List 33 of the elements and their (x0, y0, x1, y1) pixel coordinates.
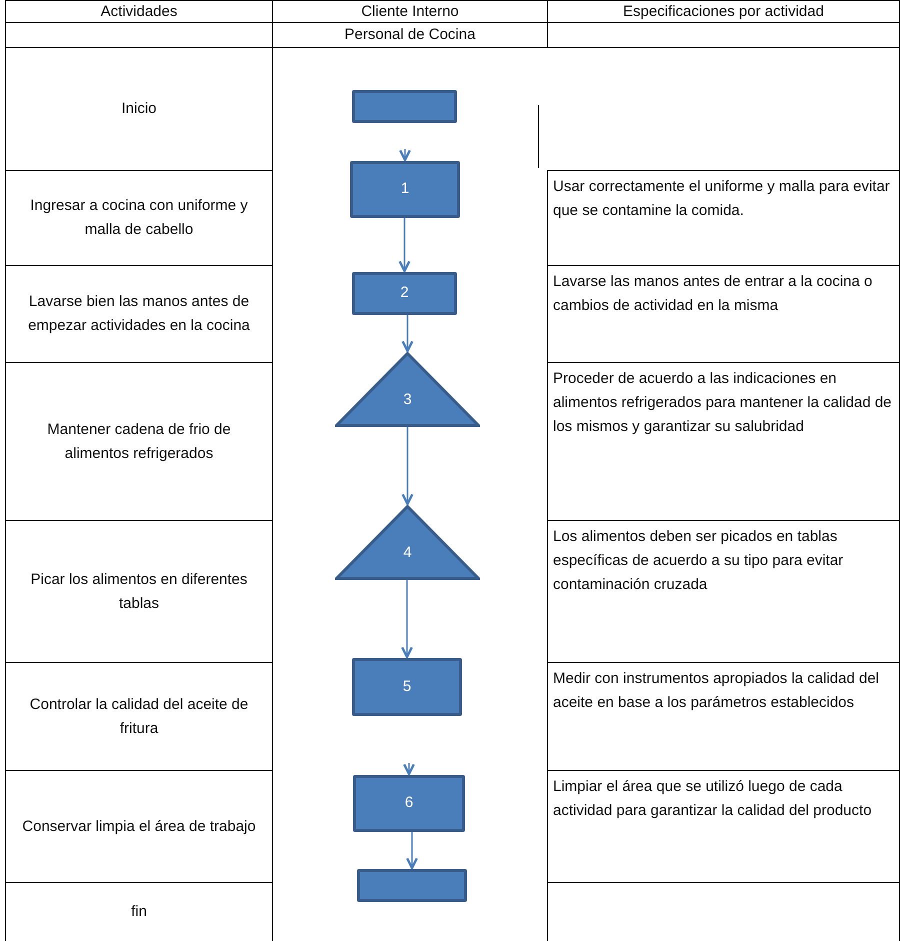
table-text: Personal de Cocina (344, 25, 476, 45)
table-text: Los alimentos deben ser picados en tablas específicas de acuerdo a su tipo para evitar contaminación cruzada (553, 527, 844, 595)
table-text: Medir con instrumentos apropiados la calidad del aceite en base a los parámetros establecidos (553, 669, 880, 713)
table-text: Inicio (121, 99, 157, 119)
table-text: fin (131, 902, 147, 922)
arrow (398, 218, 410, 272)
table-text: Limpiar el área que se utilizó luego de cada actividad para garantizar la calidad del producto (553, 777, 873, 821)
table-text: Actividades (100, 2, 178, 22)
table-text: Conservar limpia el área de trabajo (22, 816, 256, 836)
table-text: Proceder de acuerdo a las indicaciones en alimentos refrigerados para mantener la calidad de los mismos y garantizar su salubridad (553, 369, 893, 437)
process-box: 2 (352, 272, 457, 315)
table-text: Mantener cadena de frio de alimentos refrigerados (46, 420, 232, 464)
table-text: Lavarse las manos antes de entrar a la cocina o cambios de actividad en la misma (553, 272, 874, 316)
process-box: 5 (352, 658, 462, 716)
arrow (406, 832, 418, 870)
process-box (357, 869, 467, 902)
triangle-shape: 3 (335, 352, 480, 427)
table-text: Lavarse bien las manos antes de empezar actividades en la cocina (27, 292, 251, 336)
process-box: 1 (350, 161, 460, 218)
process-box: 6 (353, 775, 465, 832)
arrow (403, 763, 415, 776)
table-text: Controlar la calidad del aceite de fritura (28, 694, 250, 738)
triangle-shape: 4 (335, 505, 480, 580)
arrow (402, 315, 414, 352)
table-text: Usar correctamente el uniforme y malla para evitar que se contamine la comida. (553, 177, 891, 221)
table-text: Ingresar a cocina con uniforme y malla de cabello (29, 196, 249, 240)
arrow (401, 580, 413, 658)
arrow (402, 427, 414, 506)
arrow (399, 149, 411, 162)
table-text: Cliente Interno (361, 2, 459, 22)
table-text: Especificaciones por actividad (623, 2, 824, 22)
table-text: Picar los alimentos en diferentes tablas (30, 570, 248, 614)
process-box (352, 90, 457, 123)
